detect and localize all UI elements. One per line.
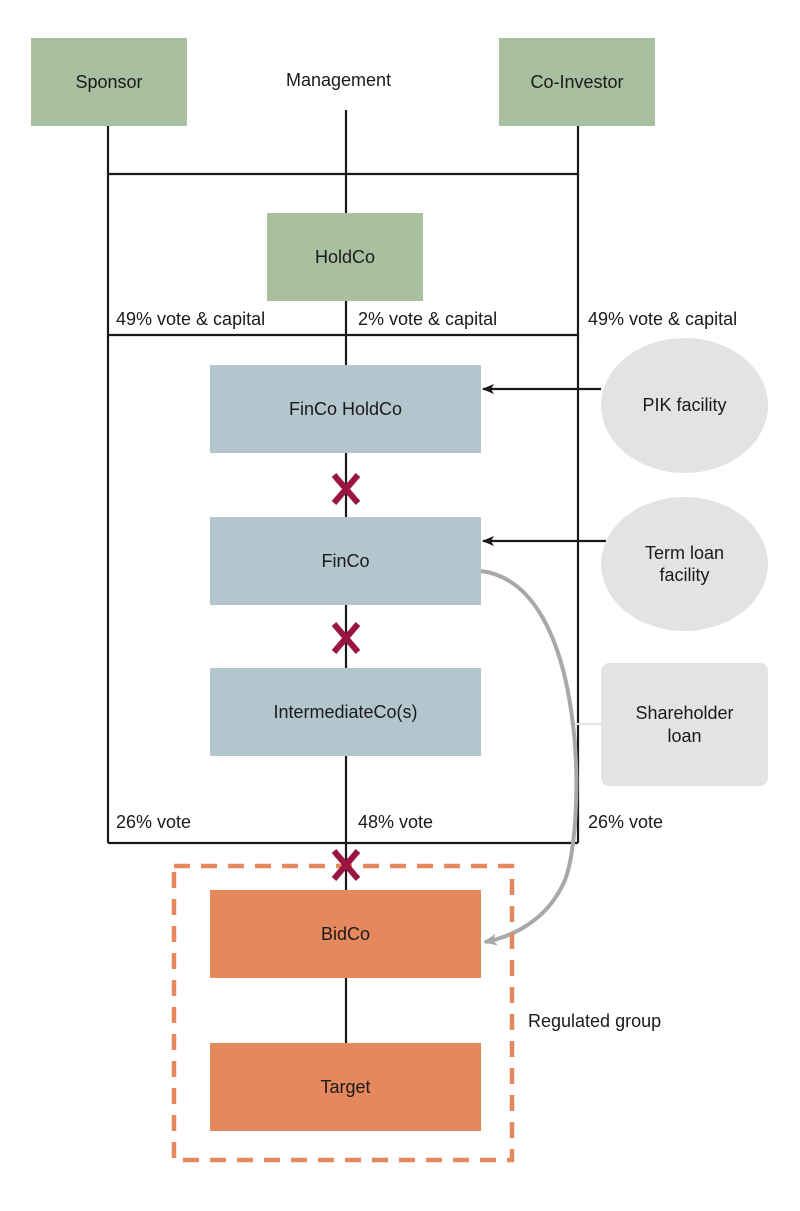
sponsor-stake-label: 49% vote & capital (116, 309, 266, 329)
block-marks (331, 473, 361, 881)
target-label: Target (320, 1076, 371, 1097)
finco-holdco-label: FinCo HoldCo (288, 398, 403, 419)
shareholder-loan-arrow (480, 569, 579, 946)
sponsor-label: Sponsor (75, 71, 143, 92)
co-investor-vote-label: 26% vote (588, 812, 664, 832)
block-mark-icon (331, 849, 361, 881)
holdco-label: HoldCo (314, 246, 376, 267)
term-loan-facility-label: Term loan facility (644, 542, 725, 586)
shareholder-loan-label: Shareholder loan (635, 703, 734, 746)
bidco-box: BidCo (210, 890, 481, 978)
finco-box: FinCo (210, 517, 481, 605)
sponsor-vote-label: 26% vote (116, 812, 192, 832)
regulated-group-label: Regulated group (528, 1011, 662, 1031)
pik-facility-ellipse: PIK facility (601, 338, 768, 473)
holdco-box: HoldCo (267, 213, 423, 301)
pik-facility-label: PIK facility (642, 395, 727, 416)
bidco-label: BidCo (320, 923, 371, 944)
finco-label: FinCo (321, 550, 370, 571)
management-label: Management (286, 70, 392, 90)
intermediate-co-box: IntermediateCo(s) (210, 668, 481, 756)
shareholder-loan-box: Shareholder loan (601, 663, 768, 786)
target-box: Target (210, 1043, 481, 1131)
co-investor-stake-label: 49% vote & capital (588, 309, 738, 329)
co-investor-label: Co-Investor (530, 71, 624, 92)
finco-holdco-box: FinCo HoldCo (210, 365, 481, 453)
management-vote-label: 48% vote (358, 812, 434, 832)
co-investor-box: Co-Investor (499, 38, 655, 126)
term-loan-facility-ellipse: Term loan facility (601, 497, 768, 631)
management-stake-label: 2% vote & capital (358, 309, 498, 329)
intermediate-co-label: IntermediateCo(s) (273, 701, 418, 722)
block-mark-icon (331, 473, 361, 505)
block-mark-icon (331, 622, 361, 654)
sponsor-box: Sponsor (31, 38, 187, 126)
